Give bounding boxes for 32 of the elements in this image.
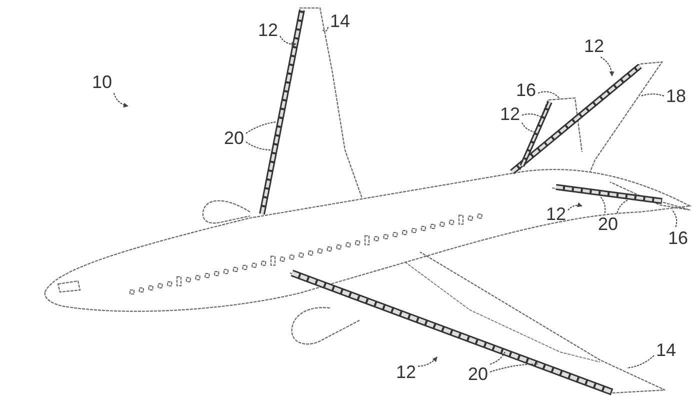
leader-line <box>616 200 628 214</box>
arrow <box>113 92 128 108</box>
leader-line <box>672 210 678 228</box>
arrow <box>568 202 582 211</box>
callout-number: 20 <box>224 128 244 148</box>
callout-number: 16 <box>516 80 536 100</box>
arrow <box>600 56 614 76</box>
leader-line <box>640 94 664 96</box>
callout-number: 14 <box>330 11 350 31</box>
leader-line <box>538 91 560 100</box>
callout-number: 12 <box>546 204 566 224</box>
leader-line <box>522 114 542 118</box>
callout-number: 12 <box>500 104 520 124</box>
callout-number: 16 <box>668 228 688 248</box>
callout-number: 20 <box>468 364 488 384</box>
leader-line <box>246 141 272 150</box>
arrow <box>280 36 296 47</box>
arrow <box>418 356 438 367</box>
callout-number: 14 <box>656 340 676 360</box>
leader-line <box>490 352 506 365</box>
callout-number: 10 <box>92 72 112 92</box>
callout-number: 12 <box>396 362 416 382</box>
callout-number: 12 <box>584 36 604 56</box>
leader-line <box>246 122 276 134</box>
leader-line <box>600 196 606 214</box>
callout-number: 12 <box>258 20 278 40</box>
leader-line <box>626 355 654 368</box>
callout-number: 18 <box>666 86 686 106</box>
leader-line <box>490 364 538 372</box>
callout-number: 20 <box>598 214 618 234</box>
leader-line <box>322 26 328 32</box>
leader-line <box>522 122 536 132</box>
